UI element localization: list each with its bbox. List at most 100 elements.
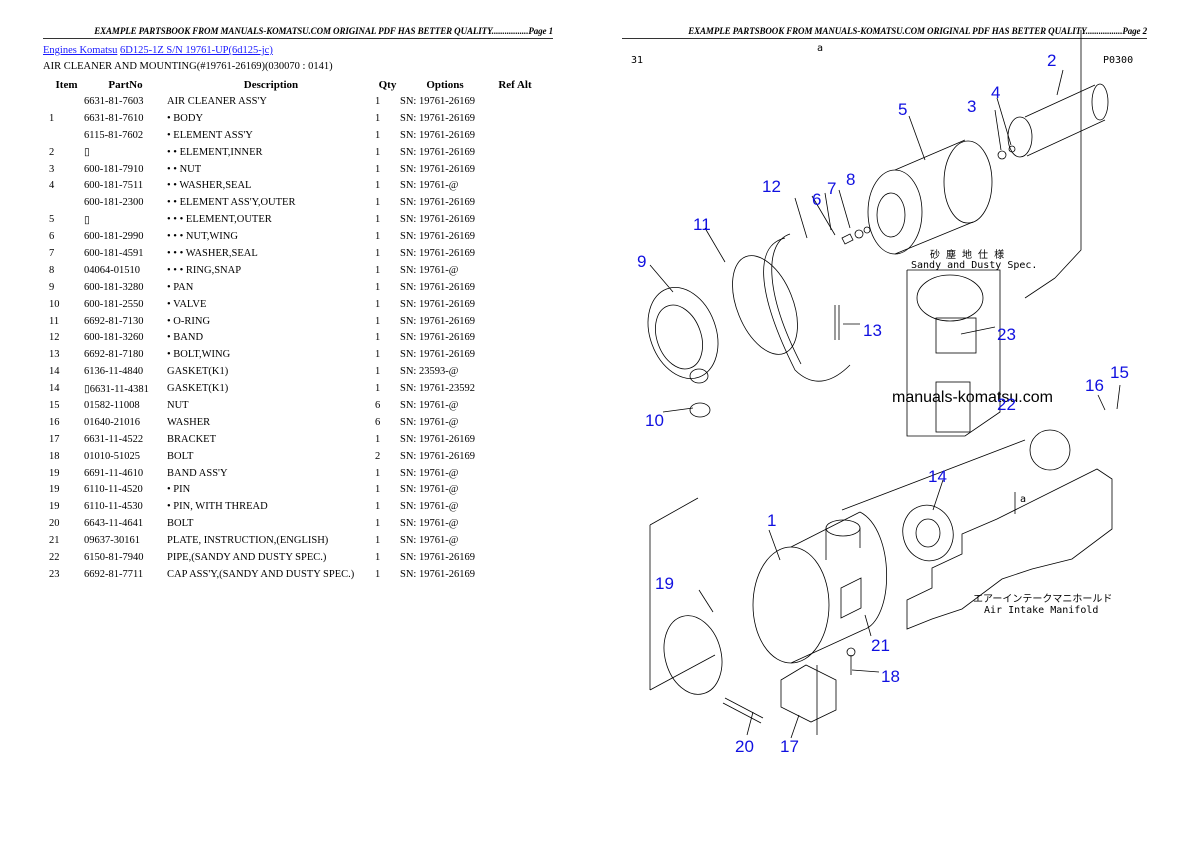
ref-alt	[490, 110, 540, 127]
description: WASHER	[167, 416, 211, 428]
callout-14: 14	[928, 467, 947, 486]
page-header: EXAMPLE PARTSBOOK FROM MANUALS-KOMATSU.C…	[43, 26, 553, 39]
part-number: 6150-81-7940	[84, 551, 144, 563]
options: SN: 19761-23592	[400, 383, 475, 395]
part-number: 600-181-2300	[84, 197, 144, 209]
callout-13: 13	[863, 321, 882, 340]
options: SN: 19761-26169	[400, 551, 475, 563]
callout-15: 15	[1110, 363, 1129, 382]
quantity: 1	[375, 214, 381, 226]
part-number: 600-181-4591	[84, 247, 144, 259]
options: SN: 19761-26169	[400, 298, 475, 310]
quantity: 1	[375, 298, 381, 310]
item-number: 14	[49, 366, 60, 378]
callout-22: 22	[997, 395, 1016, 414]
description: • • WASHER,SEAL	[167, 180, 252, 192]
callout-8: 8	[846, 170, 855, 189]
item-number: 17	[49, 433, 60, 445]
diagram-page-number: 31	[631, 55, 643, 66]
part-number: 600-181-2990	[84, 231, 144, 243]
description: • • • NUT,WING	[167, 231, 238, 243]
breadcrumb-link-engines[interactable]: Engines Komatsu	[43, 45, 118, 56]
callout-3: 3	[967, 97, 976, 116]
description: PIPE,(SANDY AND DUSTY SPEC.)	[167, 551, 327, 563]
quantity: 6	[375, 399, 381, 411]
part-number: ▯	[84, 147, 90, 159]
options: SN: 19761-26169	[400, 231, 475, 243]
options: SN: 23593-@	[400, 366, 459, 378]
breadcrumb-link-model[interactable]: 6D125-1Z S/N 19761-UP(6d125-jc)	[120, 45, 273, 56]
options: SN: 19761-26169	[400, 247, 475, 259]
options: SN: 19761-@	[400, 399, 459, 411]
part-number: 6692-81-7180	[84, 349, 144, 361]
quantity: 1	[375, 501, 381, 513]
item-number: 19	[49, 501, 60, 513]
item-number: 9	[49, 281, 55, 293]
ref-alt	[490, 245, 540, 262]
view-arrow-a: a	[1020, 494, 1026, 505]
part-number: 6692-81-7130	[84, 315, 144, 327]
part-number: 04064-01510	[84, 264, 140, 276]
options: SN: 19761-26169	[400, 281, 475, 293]
options: SN: 19761-@	[400, 501, 459, 513]
quantity: 1	[375, 264, 381, 276]
part-number: 600-181-7910	[84, 163, 144, 175]
description: BOLT	[167, 450, 194, 462]
description: • • • RING,SNAP	[167, 264, 242, 276]
manifold-jp: エアーインテークマニホールド	[973, 593, 1112, 605]
watermark: manuals-komatsu.com	[892, 389, 1053, 406]
item-number: 16	[49, 416, 60, 428]
col-options: Options	[426, 78, 464, 91]
description: AIR CLEANER ASS'Y	[167, 95, 267, 107]
item-number	[43, 127, 84, 144]
part-number: 01640-21016	[84, 416, 140, 428]
options: SN: 19761-@	[400, 484, 459, 496]
ref-alt	[490, 211, 540, 228]
description: PLATE, INSTRUCTION,(ENGLISH)	[167, 535, 329, 547]
quantity: 1	[375, 315, 381, 327]
quantity: 1	[375, 281, 381, 293]
part-number: 01010-51025	[84, 450, 140, 462]
item-number: 23	[49, 568, 60, 580]
part-number: ▯6631-11-4381	[84, 383, 149, 395]
callout-7: 7	[827, 179, 836, 198]
ref-alt	[490, 532, 540, 549]
quantity: 1	[375, 163, 381, 175]
ref-alt	[490, 296, 540, 313]
ref-alt	[490, 566, 540, 583]
item-number: 5	[49, 214, 55, 226]
description: • VALVE	[167, 298, 207, 310]
options: SN: 19761-@	[400, 264, 459, 276]
description: • BOLT,WING	[167, 349, 231, 361]
item-number: 2	[49, 146, 55, 158]
description: • BAND	[167, 332, 204, 344]
callout-5: 5	[898, 100, 907, 119]
item-number: 1	[49, 112, 55, 124]
description: • ELEMENT ASS'Y	[167, 129, 253, 141]
description: BOLT	[167, 518, 194, 530]
callout-19: 19	[655, 574, 674, 593]
quantity: 1	[375, 112, 381, 124]
part-number: 6631-81-7603	[84, 95, 144, 107]
ref-alt	[490, 194, 540, 211]
part-number: ▯	[84, 214, 90, 226]
options: SN: 19761-26169	[400, 332, 475, 344]
ref-alt	[490, 262, 540, 279]
col-item: Item	[55, 78, 78, 91]
options: SN: 19761-26169	[400, 214, 475, 226]
item-number: 11	[49, 315, 60, 327]
quantity: 1	[375, 433, 381, 445]
description: • PIN	[167, 484, 191, 496]
